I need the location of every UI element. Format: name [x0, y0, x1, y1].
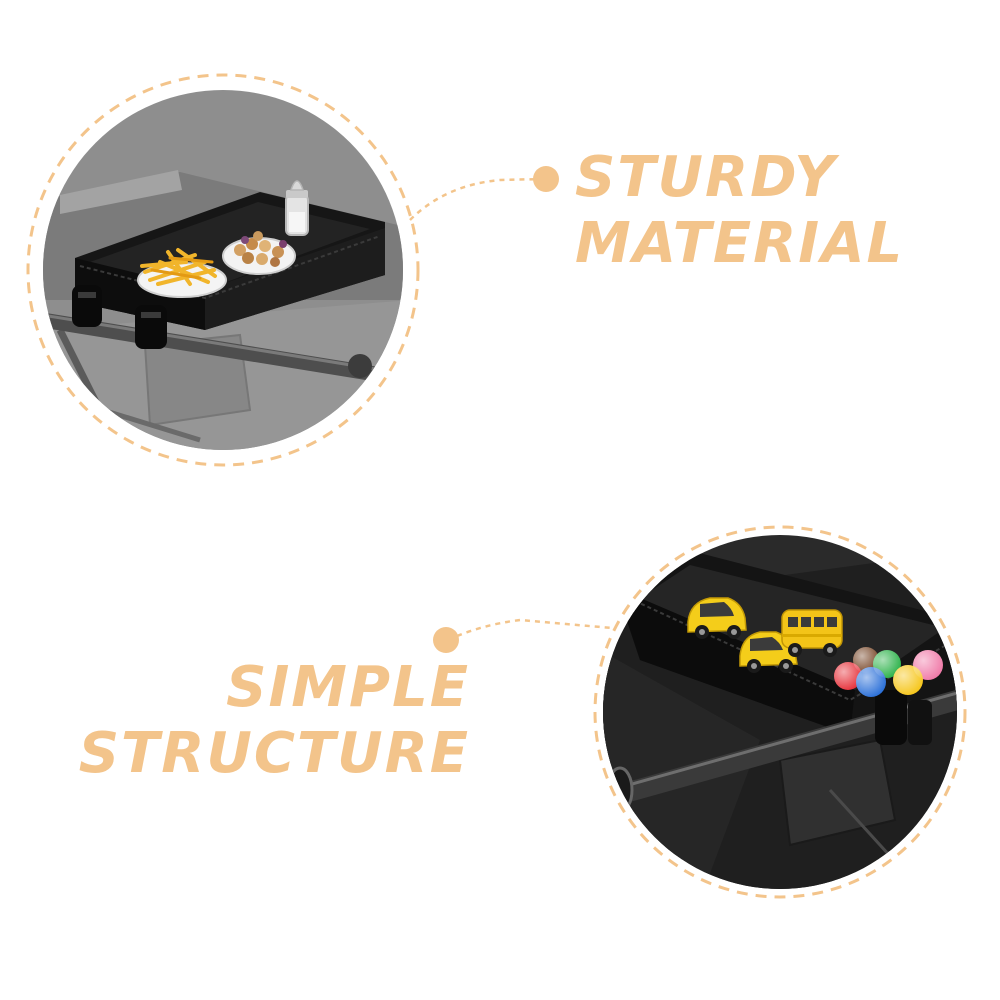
feature-headline-simple-structure: SIMPLE STRUCTURE [79, 655, 470, 787]
feature-photo-sturdy-material [26, 73, 420, 467]
feature-photo-simple-structure [593, 525, 967, 899]
headline-line: SIMPLE [226, 655, 470, 720]
headline-line: STRUCTURE [78, 721, 470, 786]
feature-headline-sturdy-material: STURDY MATERIAL [575, 145, 904, 277]
connector-sturdy-material [409, 166, 559, 221]
headline-line: STURDY [575, 145, 837, 210]
photo-frame-dashed-ring [26, 73, 420, 467]
photo-frame-dashed-ring [593, 525, 967, 899]
headline-line: MATERIAL [575, 211, 905, 276]
connector-dot [533, 166, 559, 192]
connector-dot [433, 627, 459, 653]
connector-simple-structure [433, 618, 613, 653]
